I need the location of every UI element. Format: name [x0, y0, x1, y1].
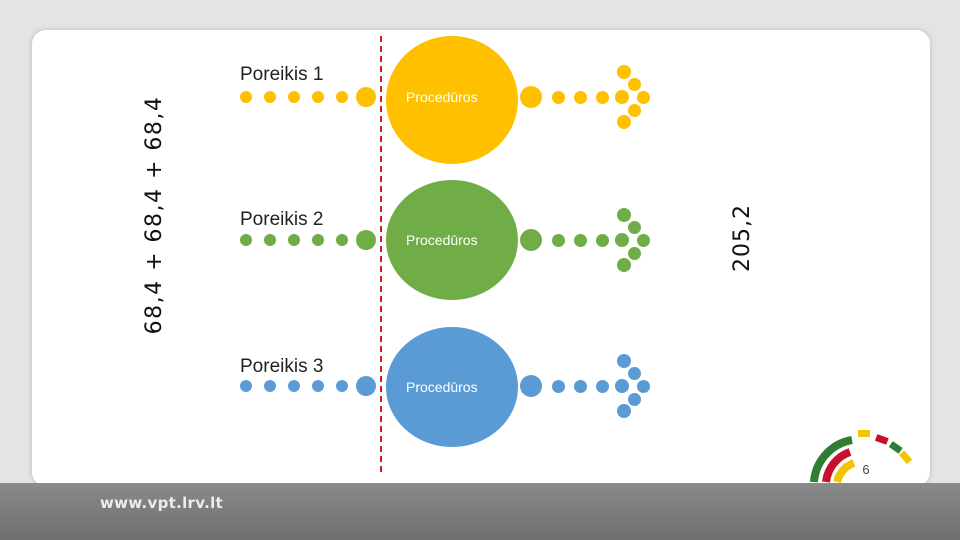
arrow-dot	[627, 220, 641, 234]
dot	[551, 90, 565, 104]
need-label-2: Poreikis 2	[240, 209, 324, 230]
dot	[595, 233, 609, 247]
dot	[336, 234, 348, 246]
footer-bar	[0, 483, 960, 540]
dot	[288, 234, 300, 246]
dot	[288, 91, 300, 103]
need-label-3: Poreikis 3	[240, 356, 324, 377]
logo-arc-red-left	[822, 448, 852, 483]
dot	[312, 91, 324, 103]
dot	[312, 234, 324, 246]
dot	[264, 380, 276, 392]
dot	[573, 90, 587, 104]
arrow-dot	[617, 115, 631, 129]
arrow-dot	[615, 90, 629, 104]
arrow-dot	[627, 77, 641, 91]
dot	[595, 90, 609, 104]
dot-large	[520, 375, 542, 397]
dot	[336, 91, 348, 103]
arrow-dot	[627, 366, 641, 380]
flag-arc-logo	[810, 430, 913, 484]
need-label-1: Poreikis 1	[240, 64, 324, 85]
logo-arc-green-left	[810, 436, 853, 483]
procedure-circle-1	[386, 36, 518, 164]
dot-large	[520, 229, 542, 251]
procedure-label-3: Procedūros	[406, 379, 478, 395]
dot	[264, 234, 276, 246]
arrow-dot	[617, 404, 631, 418]
footer-url: www.vpt.lrv.lt	[100, 494, 223, 512]
dot-large	[356, 376, 376, 396]
dot	[240, 380, 252, 392]
dot	[595, 379, 609, 393]
procedure-circle-3	[386, 327, 518, 447]
dot	[573, 379, 587, 393]
arrow-dot	[617, 354, 631, 368]
arrow-dot	[627, 392, 641, 406]
dot	[551, 233, 565, 247]
dot-large	[356, 230, 376, 250]
procedure-circle-2	[386, 180, 518, 300]
arrow-dot	[627, 246, 641, 260]
page-number: 6	[862, 462, 870, 477]
dot-large	[356, 87, 376, 107]
right-total-label: 205,2	[730, 204, 755, 272]
arrow-dot	[617, 65, 631, 79]
logo-tile-yellow	[858, 430, 870, 437]
dot	[240, 91, 252, 103]
dot	[551, 379, 565, 393]
arrow-dot	[636, 233, 650, 247]
dashed-divider	[380, 36, 382, 472]
logo-tile-green	[888, 441, 903, 454]
left-sum-label: 68,4 + 68,4 + 68,4	[142, 95, 167, 335]
logo-tile-yellow-2	[899, 450, 913, 465]
logo-tile-red	[874, 434, 889, 445]
arrow-dot	[615, 379, 629, 393]
dot	[312, 380, 324, 392]
arrow-dot	[617, 258, 631, 272]
arrow-dot	[636, 379, 650, 393]
procedure-label-1: Procedūros	[406, 89, 478, 105]
arrow-dot	[636, 90, 650, 104]
procedure-label-2: Procedūros	[406, 232, 478, 248]
dot-large	[520, 86, 542, 108]
dot	[288, 380, 300, 392]
arrow-dot	[627, 103, 641, 117]
dot	[240, 234, 252, 246]
dot	[336, 380, 348, 392]
dot	[264, 91, 276, 103]
logo-arc-yellow-left	[833, 459, 856, 484]
dot	[573, 233, 587, 247]
arrow-dot	[615, 233, 629, 247]
arrow-dot	[617, 208, 631, 222]
